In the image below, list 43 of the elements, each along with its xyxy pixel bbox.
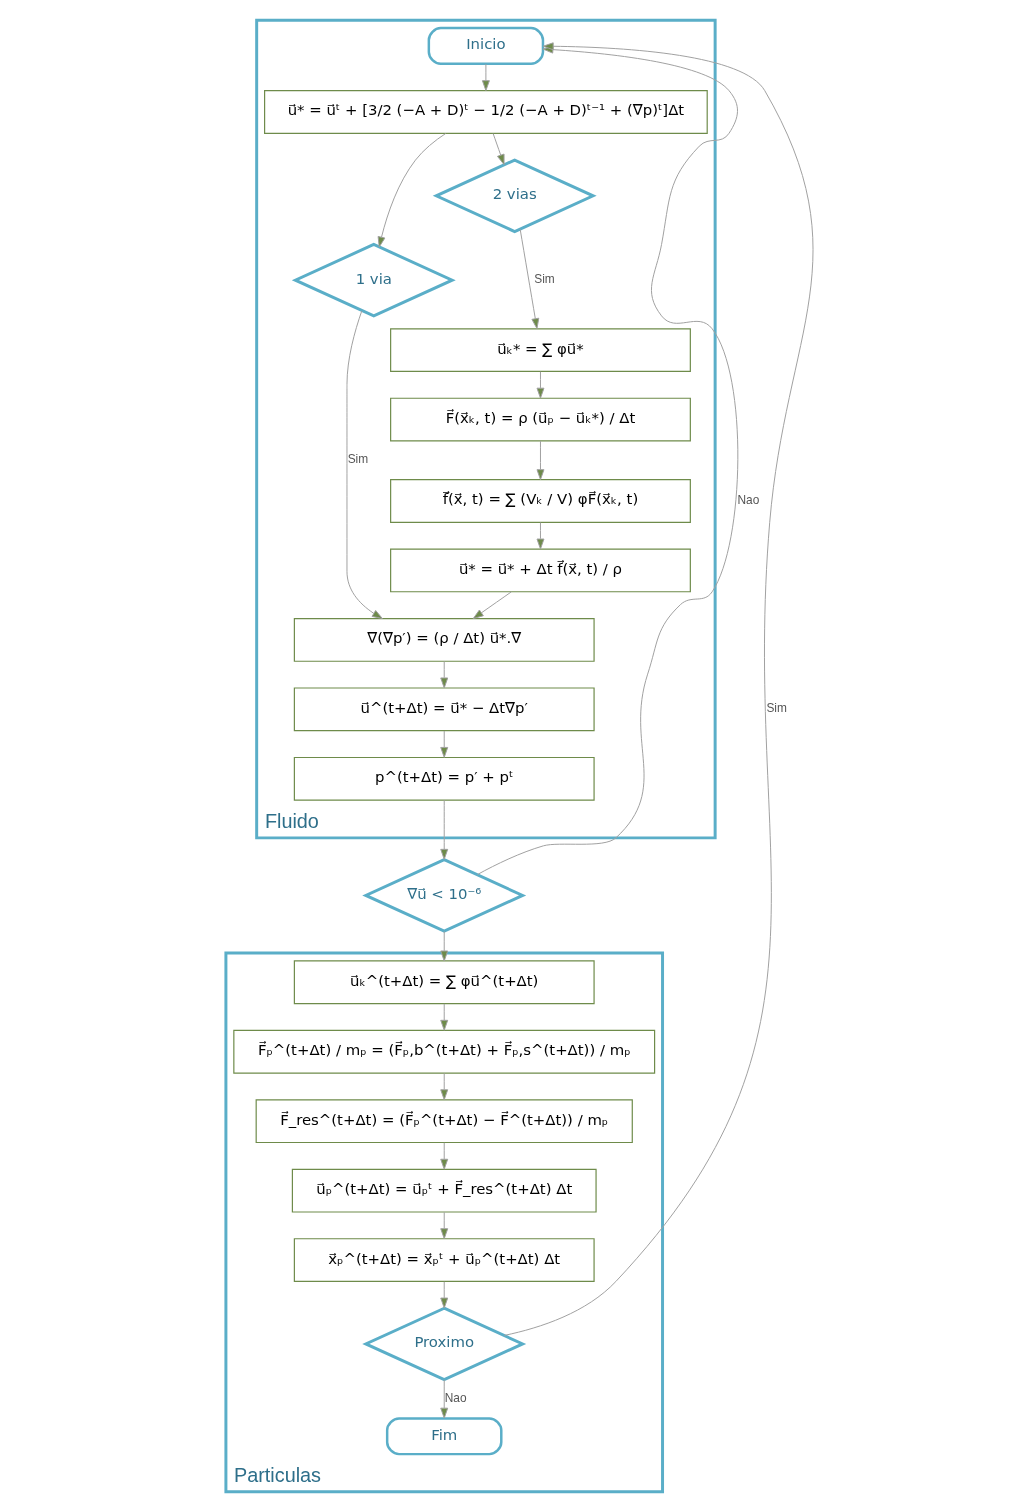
- node-box: F⃗(x⃗ₖ, t) = ρ (u⃗ₚ − u⃗ₖ*) / Δt: [389, 397, 691, 442]
- arrow: [472, 591, 512, 620]
- arrow: [439, 799, 448, 860]
- arrow: [536, 371, 544, 399]
- arrow: [439, 1281, 448, 1309]
- arrow: [536, 522, 544, 550]
- arrow: [439, 1211, 448, 1240]
- arrow: [492, 133, 505, 166]
- edge-label: Sim: [533, 272, 555, 287]
- node-box: u⃗ₖ^(t+Δt) = ∑ φu⃗^(t+Δt): [293, 960, 595, 1005]
- node-diamond: ∇u⃗ < 10⁻⁶: [361, 858, 526, 933]
- node-box: Inicio: [427, 26, 544, 66]
- node-box: u⃗^(t+Δt) = u⃗* − Δt∇p′: [293, 687, 595, 732]
- node-box: Fim: [385, 1417, 502, 1456]
- edge-label: Nao: [736, 493, 759, 508]
- arrow: [439, 930, 448, 962]
- arrow: [536, 440, 544, 481]
- node-box: f⃗(x⃗, t) = ∑ (Vₖ / V) φF⃗(x⃗ₖ, t): [389, 479, 691, 523]
- node-box: ∇(∇p′) = (ρ / Δt) u⃗*.∇: [293, 617, 595, 662]
- node-box: x⃗ₚ^(t+Δt) = x⃗ₚᵗ + u⃗ₚ^(t+Δt) Δt: [293, 1238, 595, 1283]
- arrow: [519, 228, 539, 330]
- edge-label: Sim: [765, 701, 787, 716]
- node-diamond: 1 via: [291, 242, 456, 318]
- node-box: u⃗ₖ* = ∑ φu⃗*: [389, 328, 691, 373]
- node-box: p^(t+Δt) = p′ + pᵗ: [293, 756, 595, 801]
- node-box: F⃗_res^(t+Δt) = (F⃗ₚ^(t+Δt) − F⃗^(t+Δt)) / mₚ: [255, 1099, 633, 1144]
- arrow: [439, 1379, 448, 1419]
- node-diamond: 2 vias: [432, 158, 597, 234]
- arrow: [481, 63, 490, 92]
- node-box: F⃗ₚ^(t+Δt) / mₚ = (F⃗ₚ,b^(t+Δt) + F⃗ₚ,s^(t+Δt)) / mₚ: [232, 1029, 655, 1074]
- arrow: [377, 133, 446, 248]
- arrow: [439, 1003, 448, 1031]
- arrow: [439, 661, 448, 689]
- arrow: [439, 730, 448, 758]
- edge-label: Nao: [444, 1391, 467, 1406]
- node-box: u⃗* = u⃗ᵗ + [3/2 (−A + D)ᵗ − 1/2 (−A + D)ᵗ⁻¹ + (∇p)ᵗ]Δt: [263, 90, 708, 134]
- edge-label: Sim: [347, 452, 368, 467]
- arrow: [439, 1142, 448, 1170]
- node-diamond: Proximo: [361, 1306, 526, 1382]
- arrow: [439, 1072, 448, 1101]
- arrow: [345, 310, 383, 620]
- node-box: u⃗ₚ^(t+Δt) = u⃗ₚᵗ + F⃗_res^(t+Δt) Δt: [291, 1168, 597, 1213]
- node-box: u⃗* = u⃗* + Δt f⃗(x⃗, t) / ρ: [389, 548, 691, 593]
